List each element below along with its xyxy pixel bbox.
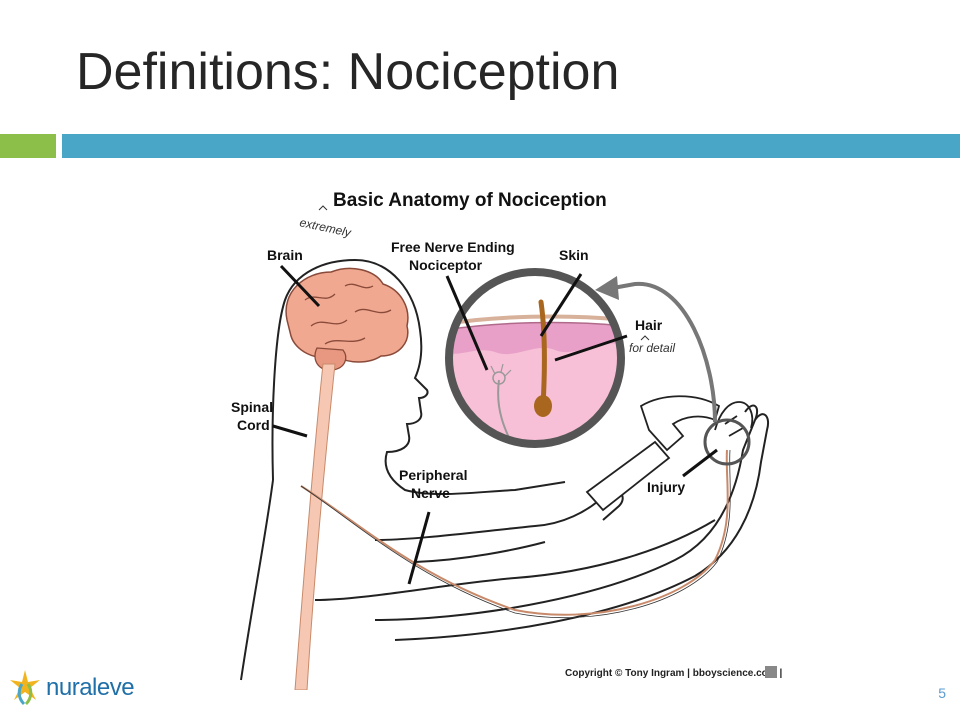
label-hair: Hair <box>635 317 663 333</box>
hammer-handle <box>585 440 671 512</box>
nociception-diagram: Basic Anatomy of Nociception extremely <box>215 180 785 690</box>
slide-title: Definitions: Nociception <box>76 43 620 101</box>
label-skin: Skin <box>559 247 589 263</box>
peripheral-nerve <box>300 449 729 616</box>
brain-folds <box>304 283 392 345</box>
brain <box>285 267 409 363</box>
hammer-head <box>639 395 721 452</box>
accent-bar-blue <box>62 134 960 158</box>
nociceptor-leader <box>445 275 489 371</box>
label-spinal-2: Cord <box>237 417 270 433</box>
label-injury: Injury <box>647 479 685 495</box>
injury-leader <box>682 448 718 478</box>
label-peripheral-2: Nerve <box>411 485 450 501</box>
anatomy-illustration: Basic Anatomy of Nociception extremely <box>231 190 782 690</box>
spinal-leader <box>272 424 308 438</box>
left-arm <box>374 490 624 563</box>
label-peripheral-1: Peripheral <box>399 467 467 483</box>
peripheral-nerve-inner <box>300 449 731 619</box>
label-free-nerve-2: Nociceptor <box>409 257 483 273</box>
brain-leader <box>279 264 321 308</box>
caret-mark-hair <box>640 335 650 341</box>
caret-mark <box>318 205 328 211</box>
nuraleve-logo: nuraleve <box>8 666 138 710</box>
skin-detail <box>449 272 621 444</box>
hair-leader <box>554 334 628 362</box>
magnifier-ring <box>445 268 625 448</box>
skin-leader <box>539 273 583 337</box>
annotation-for-detail: for detail <box>629 341 675 355</box>
label-brain: Brain <box>267 247 303 263</box>
accent-bar-green <box>0 134 56 158</box>
logo-text: nuraleve <box>46 674 135 701</box>
injury-circle <box>703 418 751 466</box>
diagram-title: Basic Anatomy of Nociception <box>333 190 607 211</box>
label-spinal-1: Spinal <box>231 399 273 415</box>
spinal-cord <box>294 363 336 690</box>
body-outline <box>240 258 566 681</box>
torso-front <box>314 519 716 601</box>
copyright-text: Copyright © Tony Ingram | bboyscience.co… <box>565 668 782 679</box>
label-free-nerve-1: Free Nerve Ending <box>391 239 515 255</box>
annotation-extremely: extremely <box>298 215 353 240</box>
page-number: 5 <box>938 685 946 701</box>
arrow-head <box>595 276 619 300</box>
peripheral-leader <box>407 511 431 585</box>
magnify-arrow <box>612 281 717 423</box>
cc-icon <box>765 666 777 678</box>
logo-star-icon <box>10 670 40 706</box>
